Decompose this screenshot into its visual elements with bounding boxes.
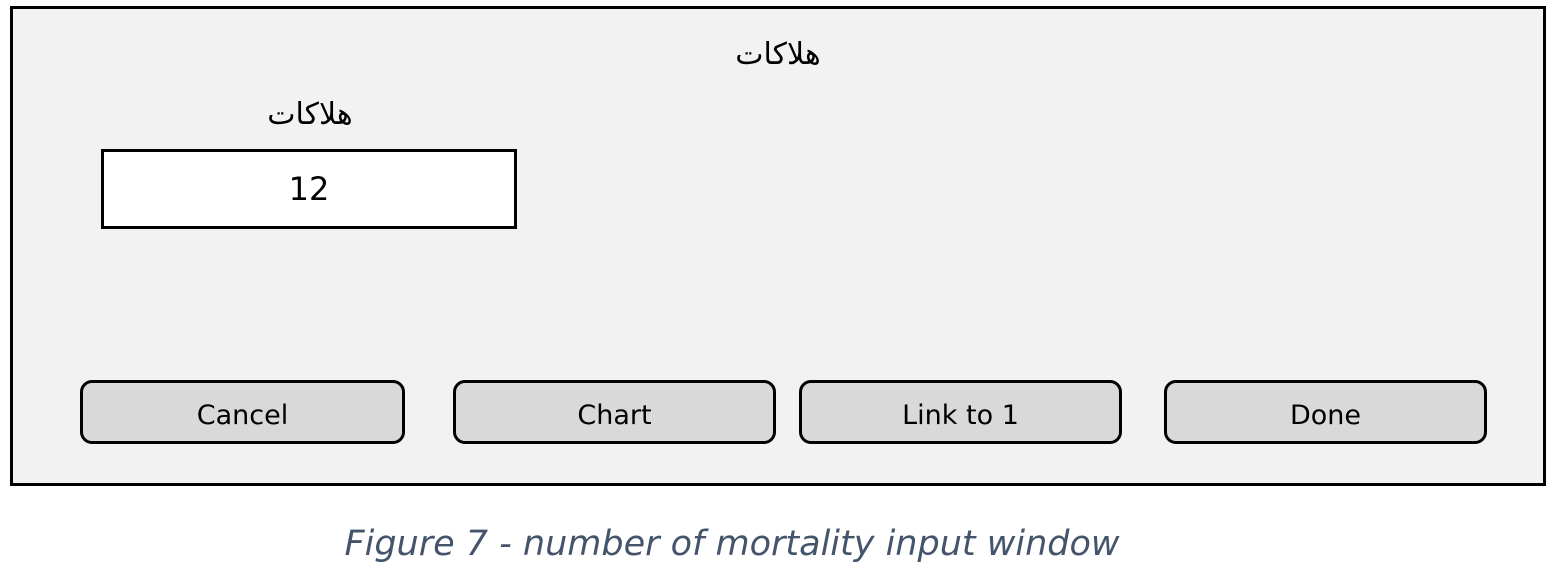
- cancel-button[interactable]: Cancel: [80, 380, 405, 444]
- figure-caption: Figure 7 - number of mortality input win…: [344, 524, 1120, 564]
- window-title: هلاكات: [735, 37, 821, 72]
- mortality-input-window: هلاكات هلاكات Cancel Chart Link to 1 Don…: [10, 6, 1546, 486]
- mortality-count-input[interactable]: [101, 149, 517, 229]
- done-button[interactable]: Done: [1164, 380, 1487, 444]
- link-to-1-button[interactable]: Link to 1: [799, 380, 1122, 444]
- chart-button[interactable]: Chart: [453, 380, 776, 444]
- mortality-field-label: هلاكات: [267, 97, 353, 132]
